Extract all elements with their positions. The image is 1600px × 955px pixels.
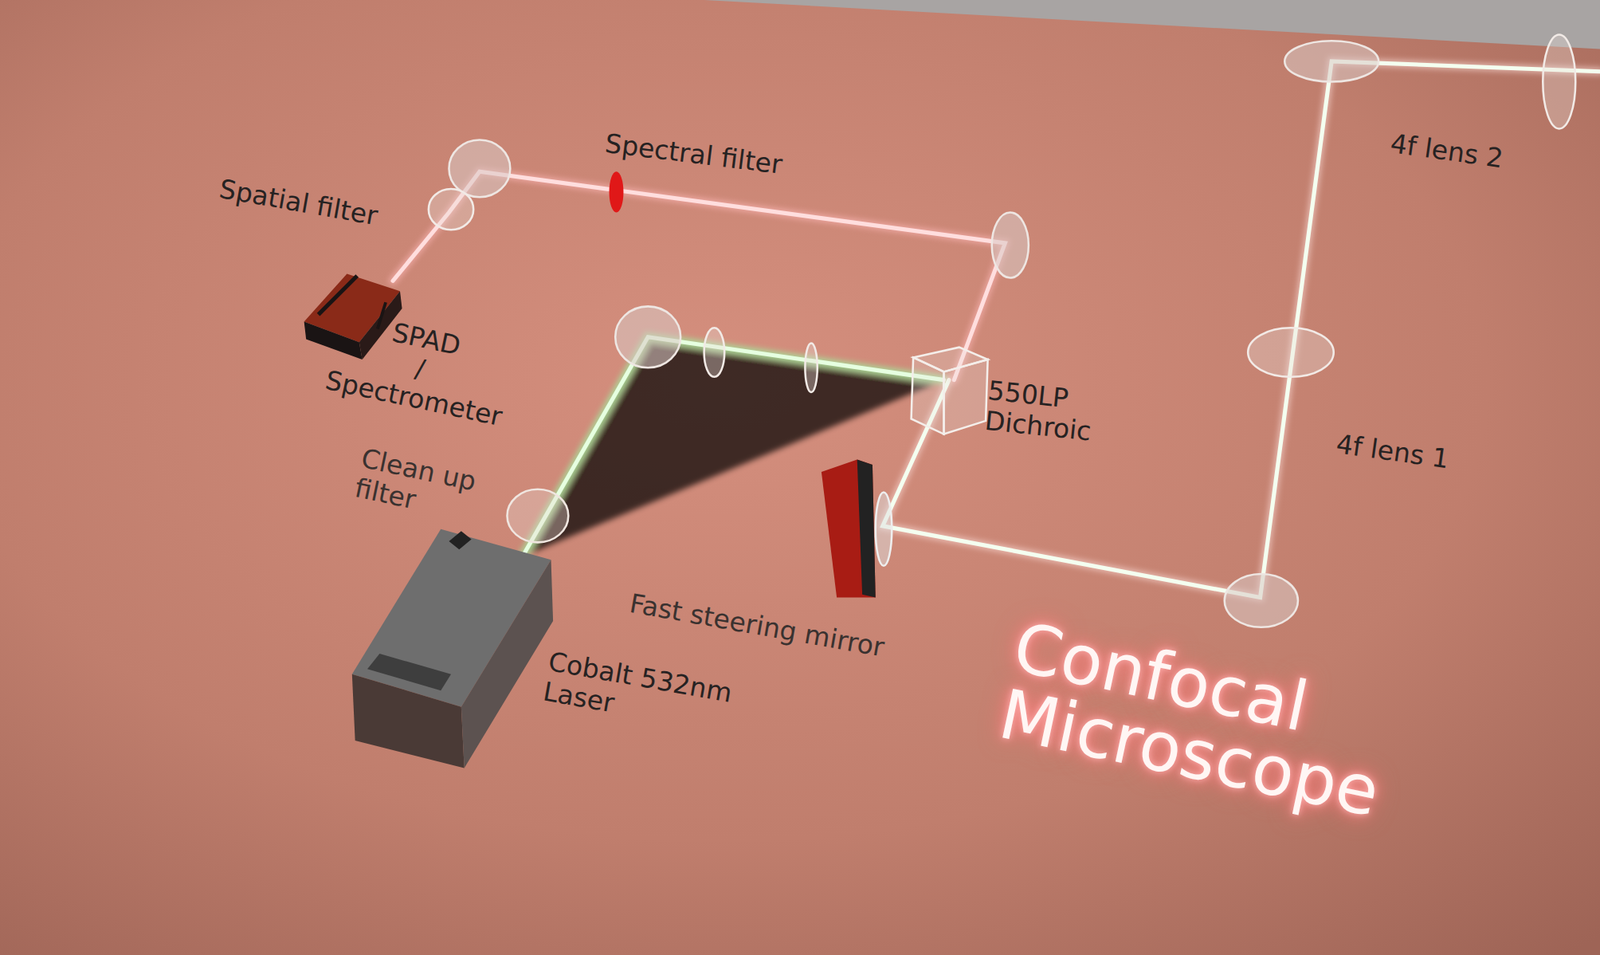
spatial-filter-label: Spatial filter [216,173,380,232]
lens-label: 4f lens 1 [1334,428,1451,475]
microscope-label: Confocal Microscope [993,611,1568,863]
laser-body [352,529,553,769]
clean-up-filter [506,489,569,543]
scan-beam [882,61,1600,598]
spad-detector [304,273,403,360]
mirrors [448,40,1379,627]
lenses [428,35,1576,393]
dichroic-cube [911,347,989,435]
detection-beam [392,171,1005,380]
filter-label: Clean up filter [352,443,514,534]
lens-label: 4f lens 2 [1388,128,1506,174]
dichroic-label: 550LP Dichroic [983,375,1149,452]
back-wall [704,0,1600,50]
detector-label: SPAD / Spectrometer [305,301,535,436]
laser-label: Cobalt 532nm Laser [541,646,772,745]
spectral-filter-label: Spectral filter [603,128,784,181]
mirror-label: Fast steering mirror [627,588,887,663]
fast-steering-mirror [821,459,892,598]
spectral-filter [609,171,624,212]
